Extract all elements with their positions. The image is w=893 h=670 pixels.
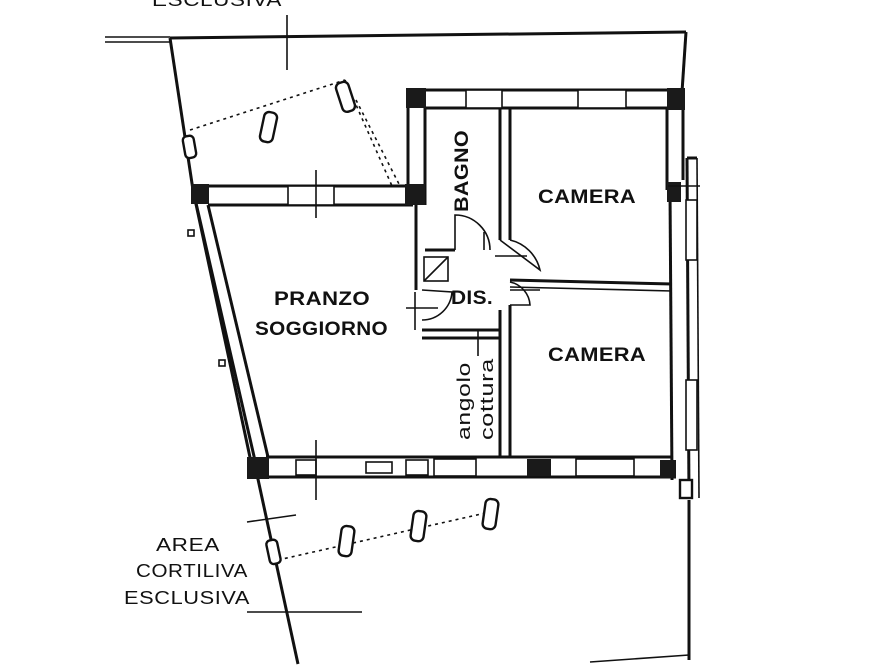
doors xyxy=(406,214,542,330)
room-label-angolo: angolo xyxy=(454,362,474,440)
room-label-soggiorno: SOGGIORNO xyxy=(255,319,388,340)
room-label-camera-bottom: CAMERA xyxy=(548,345,646,366)
room-label-camera-top: CAMERA xyxy=(538,187,636,208)
room-label-dis: DIS. xyxy=(451,288,493,309)
area-label-cortiliva: CORTILIVA xyxy=(136,561,248,581)
garden-posts xyxy=(181,79,500,566)
area-label-top: ESCLUSIVA xyxy=(152,0,282,10)
area-label-esclusiva: ESCLUSIVA xyxy=(124,588,250,608)
structural-columns xyxy=(191,88,685,479)
room-label-cottura: cottura xyxy=(477,357,497,440)
interior-walls xyxy=(414,108,673,457)
windows xyxy=(287,89,698,500)
building-walls xyxy=(191,88,700,499)
area-label-area: AREA xyxy=(156,535,220,555)
room-label-pranzo: PRANZO xyxy=(274,289,370,310)
room-label-bagno: BAGNO xyxy=(452,130,473,212)
reference-marks xyxy=(187,170,700,523)
